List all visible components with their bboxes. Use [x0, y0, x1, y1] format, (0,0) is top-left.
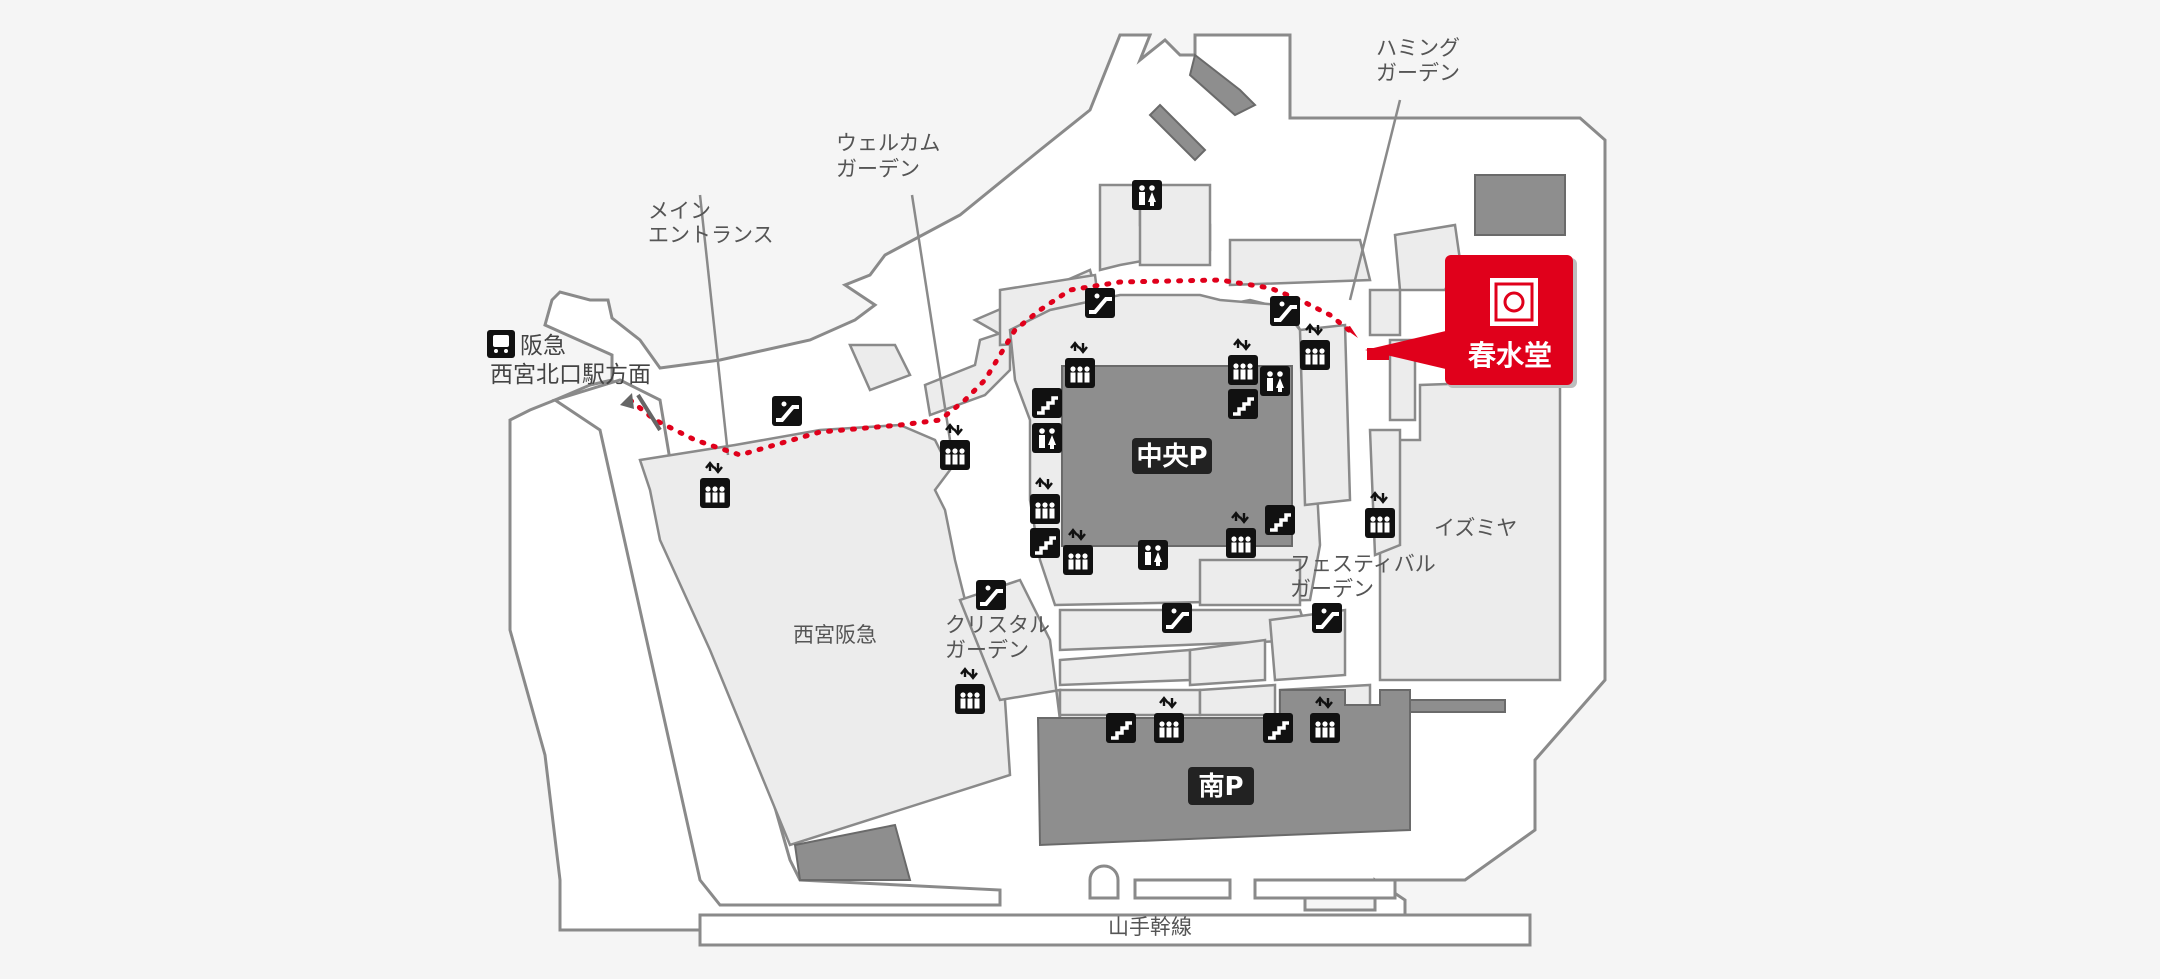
stairs-icon — [1261, 711, 1295, 745]
svg-text:ガーデン: ガーデン — [945, 638, 1029, 662]
svg-text:ウェルカム: ウェルカム — [836, 131, 940, 155]
svg-text:南P: 南P — [1198, 772, 1243, 802]
shop-marker[interactable]: 春水堂 — [1365, 255, 1577, 388]
escalator-icon — [974, 578, 1008, 612]
central-parking-label: 中央P — [1132, 438, 1212, 474]
restroom-icon — [1132, 180, 1162, 210]
escalator-icon — [1160, 601, 1194, 635]
escalator-icon — [1310, 601, 1344, 635]
walking-route — [627, 277, 1358, 458]
yamate-line-label: 山手幹線 — [1108, 915, 1192, 939]
nishinomiya-hankyu-label: 西宮阪急 — [793, 623, 877, 647]
stairs-icon — [1263, 503, 1297, 537]
svg-text:エントランス: エントランス — [648, 223, 774, 247]
svg-text:ガーデン: ガーデン — [1290, 577, 1374, 601]
train-icon — [487, 330, 515, 358]
svg-text:中央P: 中央P — [1136, 442, 1207, 472]
stairs-icon — [1226, 387, 1260, 421]
escalator-icon — [1083, 286, 1117, 320]
nishinomiya-hankyu-building — [638, 423, 1012, 847]
svg-text:ハミング: ハミング — [1376, 36, 1460, 60]
station-label-line1: 阪急 — [520, 333, 566, 359]
station-label-line2: 西宮北口駅方面 — [490, 362, 651, 388]
svg-text:ガーデン: ガーデン — [836, 157, 920, 181]
shop-name: 春水堂 — [1468, 339, 1552, 372]
svg-text:ガーデン: ガーデン — [1376, 61, 1460, 85]
escalator-icon — [1268, 294, 1302, 328]
restroom-icon — [1260, 366, 1290, 396]
escalator-icon — [770, 394, 804, 428]
restroom-icon — [1138, 540, 1168, 570]
izumiya-label: イズミヤ — [1434, 516, 1517, 540]
svg-text:クリスタル: クリスタル — [945, 613, 1050, 637]
south-parking-label: 南P — [1188, 767, 1254, 805]
restroom-icon — [1032, 423, 1062, 453]
stairs-icon — [1028, 526, 1062, 560]
svg-text:フェスティバル: フェスティバル — [1290, 552, 1436, 576]
stairs-icon — [1104, 711, 1138, 745]
stairs-icon — [1030, 386, 1064, 420]
shop-logo-seal — [1490, 278, 1538, 326]
svg-text:メイン: メイン — [648, 199, 711, 223]
